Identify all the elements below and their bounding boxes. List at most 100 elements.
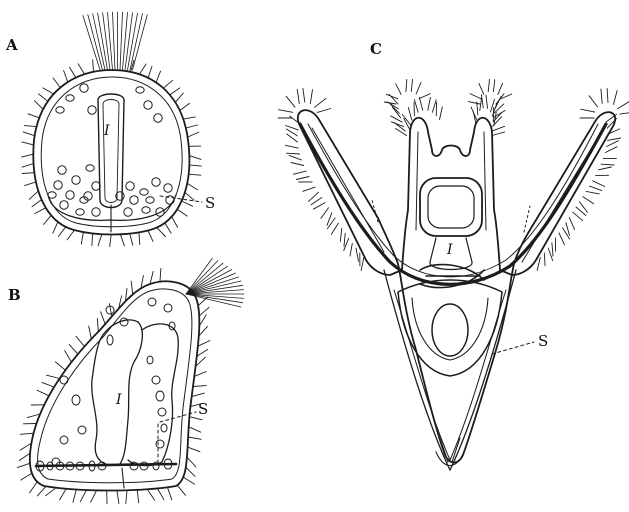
panel-b-cilium [42, 382, 54, 387]
panel-c-mid-arm-left-inner [416, 132, 418, 230]
panel-c-cilium [296, 177, 309, 180]
panel-b-cell [161, 424, 167, 432]
panel-a-cilium [139, 64, 146, 74]
panel-a-cilium [64, 71, 68, 83]
panel-b-cell [158, 408, 166, 416]
panel-c-cilium [293, 171, 306, 174]
panel-c-cilium [310, 90, 312, 104]
panel-b-cilium [60, 489, 67, 500]
panel-c-rod-right-inner [450, 290, 506, 460]
panel-c-cilium [486, 95, 488, 108]
panel-c-cilium [581, 109, 595, 112]
panel-c-cilium [583, 197, 594, 204]
panel-c-cilium [605, 147, 617, 153]
panel-a-cilium [186, 125, 198, 128]
panel-a-cilium [32, 200, 42, 207]
panel-b-body-outline [30, 281, 200, 490]
panel-c-cilium [313, 203, 325, 210]
panel-a-cilium [163, 80, 172, 88]
panel-b-label: B [8, 286, 21, 304]
panel-a-cilium [24, 126, 36, 127]
panel-a-cilium [170, 88, 180, 95]
panel-a-cilium [81, 232, 83, 244]
panel-c-cilium [327, 218, 335, 229]
panel-b-cilium [21, 473, 32, 480]
panel-a-cilium [70, 67, 76, 77]
panel-b-cilium [199, 307, 209, 316]
panel-c-cilium [340, 228, 342, 241]
panel-a-label: A [5, 36, 18, 54]
panel-b-cell [147, 356, 153, 364]
panel-c-cilium [315, 99, 326, 108]
panel-b-midline [122, 468, 124, 488]
panel-b-cilium [193, 386, 206, 387]
panel-b-cilium [126, 490, 127, 503]
panel-b-cilium [91, 490, 97, 502]
panel-a-cilium [165, 223, 171, 233]
panel-c-cilium [414, 100, 418, 113]
panel-a-cilium [183, 117, 195, 119]
panel-c-cilium [440, 107, 443, 120]
panel-b-cilium [20, 433, 33, 434]
panel-a-cilium [187, 183, 197, 190]
panel-a-cilium [110, 235, 112, 247]
panel-b-inner-outline [38, 289, 192, 483]
panel-c-cilium [311, 198, 322, 205]
panel-a-cilium [177, 209, 187, 216]
panel-b-cilium [197, 349, 208, 356]
panel-b-apical-tuft [186, 258, 244, 307]
panel-b-cilium [150, 271, 153, 284]
panel-c-cilium [428, 97, 431, 110]
panel-a-cell [140, 189, 148, 195]
panel-a-cilium [188, 132, 199, 137]
panel-c-cilium [601, 164, 614, 165]
panel-b: B I S [8, 258, 244, 503]
panel-a-cilium [157, 228, 166, 237]
panel-c-cilium [356, 248, 359, 261]
panel-b-cilium [168, 487, 172, 500]
panel-b-cilium [188, 437, 201, 439]
panel-c-coelom-pouch [432, 304, 468, 356]
panel-a-cell [66, 191, 74, 199]
panel-b-cilium [194, 372, 206, 377]
panel-c-cilium [468, 102, 480, 104]
panel-c-cilium [419, 94, 430, 99]
panel-a-cilium [148, 231, 153, 242]
panel-c-cilium [544, 253, 545, 266]
panel-a-cell [126, 182, 134, 190]
panel-a-cilium [180, 103, 190, 110]
panel-c-cilium [419, 97, 422, 110]
panel-c-cilium [317, 109, 331, 113]
panel-a-cilium [34, 101, 43, 110]
panel-a-tuft-strand [83, 16, 100, 71]
panel-b-cilium [101, 312, 106, 325]
panel-a-cell [54, 181, 62, 189]
panel-b-cilium [30, 482, 38, 493]
panel-b-cilia [17, 268, 210, 503]
panel-a-cell [72, 176, 80, 184]
panel-c-cilium [297, 89, 299, 103]
panel-b-cilium [160, 268, 161, 281]
panel-c-cilium [291, 163, 304, 166]
panel-a-cell [92, 208, 100, 216]
panel-a-cell [146, 197, 154, 203]
panel-c-ciliated-band [300, 124, 606, 284]
panel-b-cilium [188, 447, 200, 452]
panel-c-band-junction-right [524, 206, 530, 232]
panel-a-cilium [130, 234, 133, 246]
panel-c-cilium [493, 80, 494, 92]
panel-b-cell [164, 304, 172, 312]
panel-c-cilium [601, 89, 602, 103]
panel-c-cilium [569, 217, 574, 229]
panel-a-cilium [175, 93, 183, 102]
panel-c-cilium [321, 208, 329, 219]
panel-c-cilium [498, 83, 503, 94]
panel-b-cilium [137, 490, 139, 503]
panel-a-cilium [98, 234, 102, 246]
panel-a-cilium [44, 215, 52, 224]
panel-c-cilium [479, 83, 484, 94]
panel-c-cilium [406, 79, 407, 91]
panel-a-cilium [53, 222, 58, 233]
panel-a-cilium [22, 142, 34, 145]
panel-a-cell [144, 101, 152, 109]
